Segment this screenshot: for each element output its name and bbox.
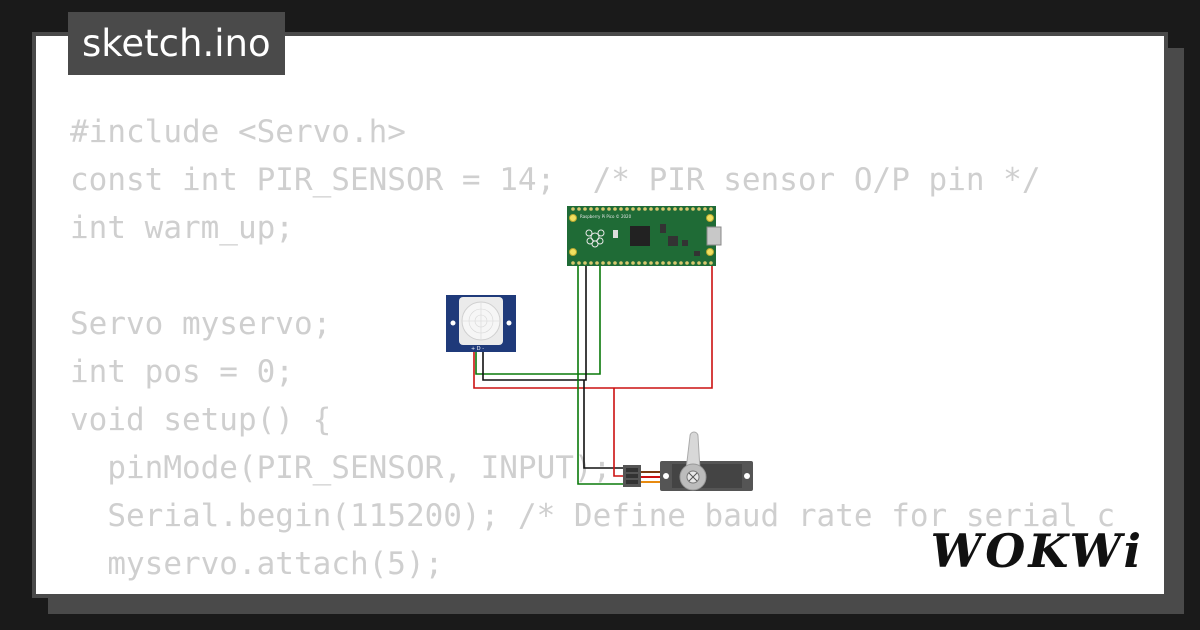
mounting-hole: [706, 248, 714, 256]
lens-pattern: [462, 302, 500, 340]
mounting-hole: [744, 473, 750, 479]
pir-pin-labels: + D -: [471, 346, 484, 352]
file-tab[interactable]: sketch.ino: [68, 12, 285, 75]
mounting-hole: [663, 473, 669, 479]
mounting-hole: [706, 214, 714, 222]
wire-black: [583, 380, 624, 469]
wire-green: [577, 266, 624, 485]
wire-red: [613, 388, 624, 477]
code-editor[interactable]: #include <Servo.h> const int PIR_SENSOR =…: [70, 108, 1116, 594]
component: [660, 224, 666, 233]
pico-board[interactable]: Raspberry Pi Pico © 2020: [567, 206, 722, 266]
usb-port: [706, 226, 722, 246]
pico-pins-bottom: [571, 261, 713, 265]
wokwi-logo: WOKWi: [930, 524, 1144, 578]
mounting-hole: [569, 214, 577, 222]
component: [694, 251, 700, 256]
code-line: void setup() {: [70, 402, 332, 438]
code-line: const int PIR_SENSOR = 14; /* PIR sensor…: [70, 162, 1041, 198]
wire-red: [473, 266, 713, 389]
mounting-hole: [506, 320, 512, 326]
code-line: int pos = 0;: [70, 354, 294, 390]
mounting-hole: [450, 320, 456, 326]
board-label: Raspberry Pi Pico © 2020: [580, 214, 632, 219]
pir-sensor[interactable]: + D -: [446, 295, 516, 352]
servo-horn: [685, 431, 701, 471]
rp2040-chip: [630, 226, 650, 246]
component: [668, 236, 678, 246]
code-line: int warm_up;: [70, 210, 294, 246]
servo-motor[interactable]: [623, 431, 753, 491]
mounting-hole: [569, 248, 577, 256]
code-line: Servo myservo;: [70, 306, 332, 342]
raspberry-logo-icon: [585, 229, 605, 248]
component: [682, 240, 688, 246]
pico-pins-top: [571, 207, 713, 211]
code-line: Serial.begin(115200); /* Define baud rat…: [70, 498, 1116, 534]
code-line: #include <Servo.h>: [70, 114, 406, 150]
flash-chip: [613, 230, 618, 238]
wire-black: [482, 266, 587, 381]
wire-green: [475, 266, 601, 375]
code-line: myservo.attach(5);: [70, 546, 444, 582]
wires: [473, 266, 713, 485]
